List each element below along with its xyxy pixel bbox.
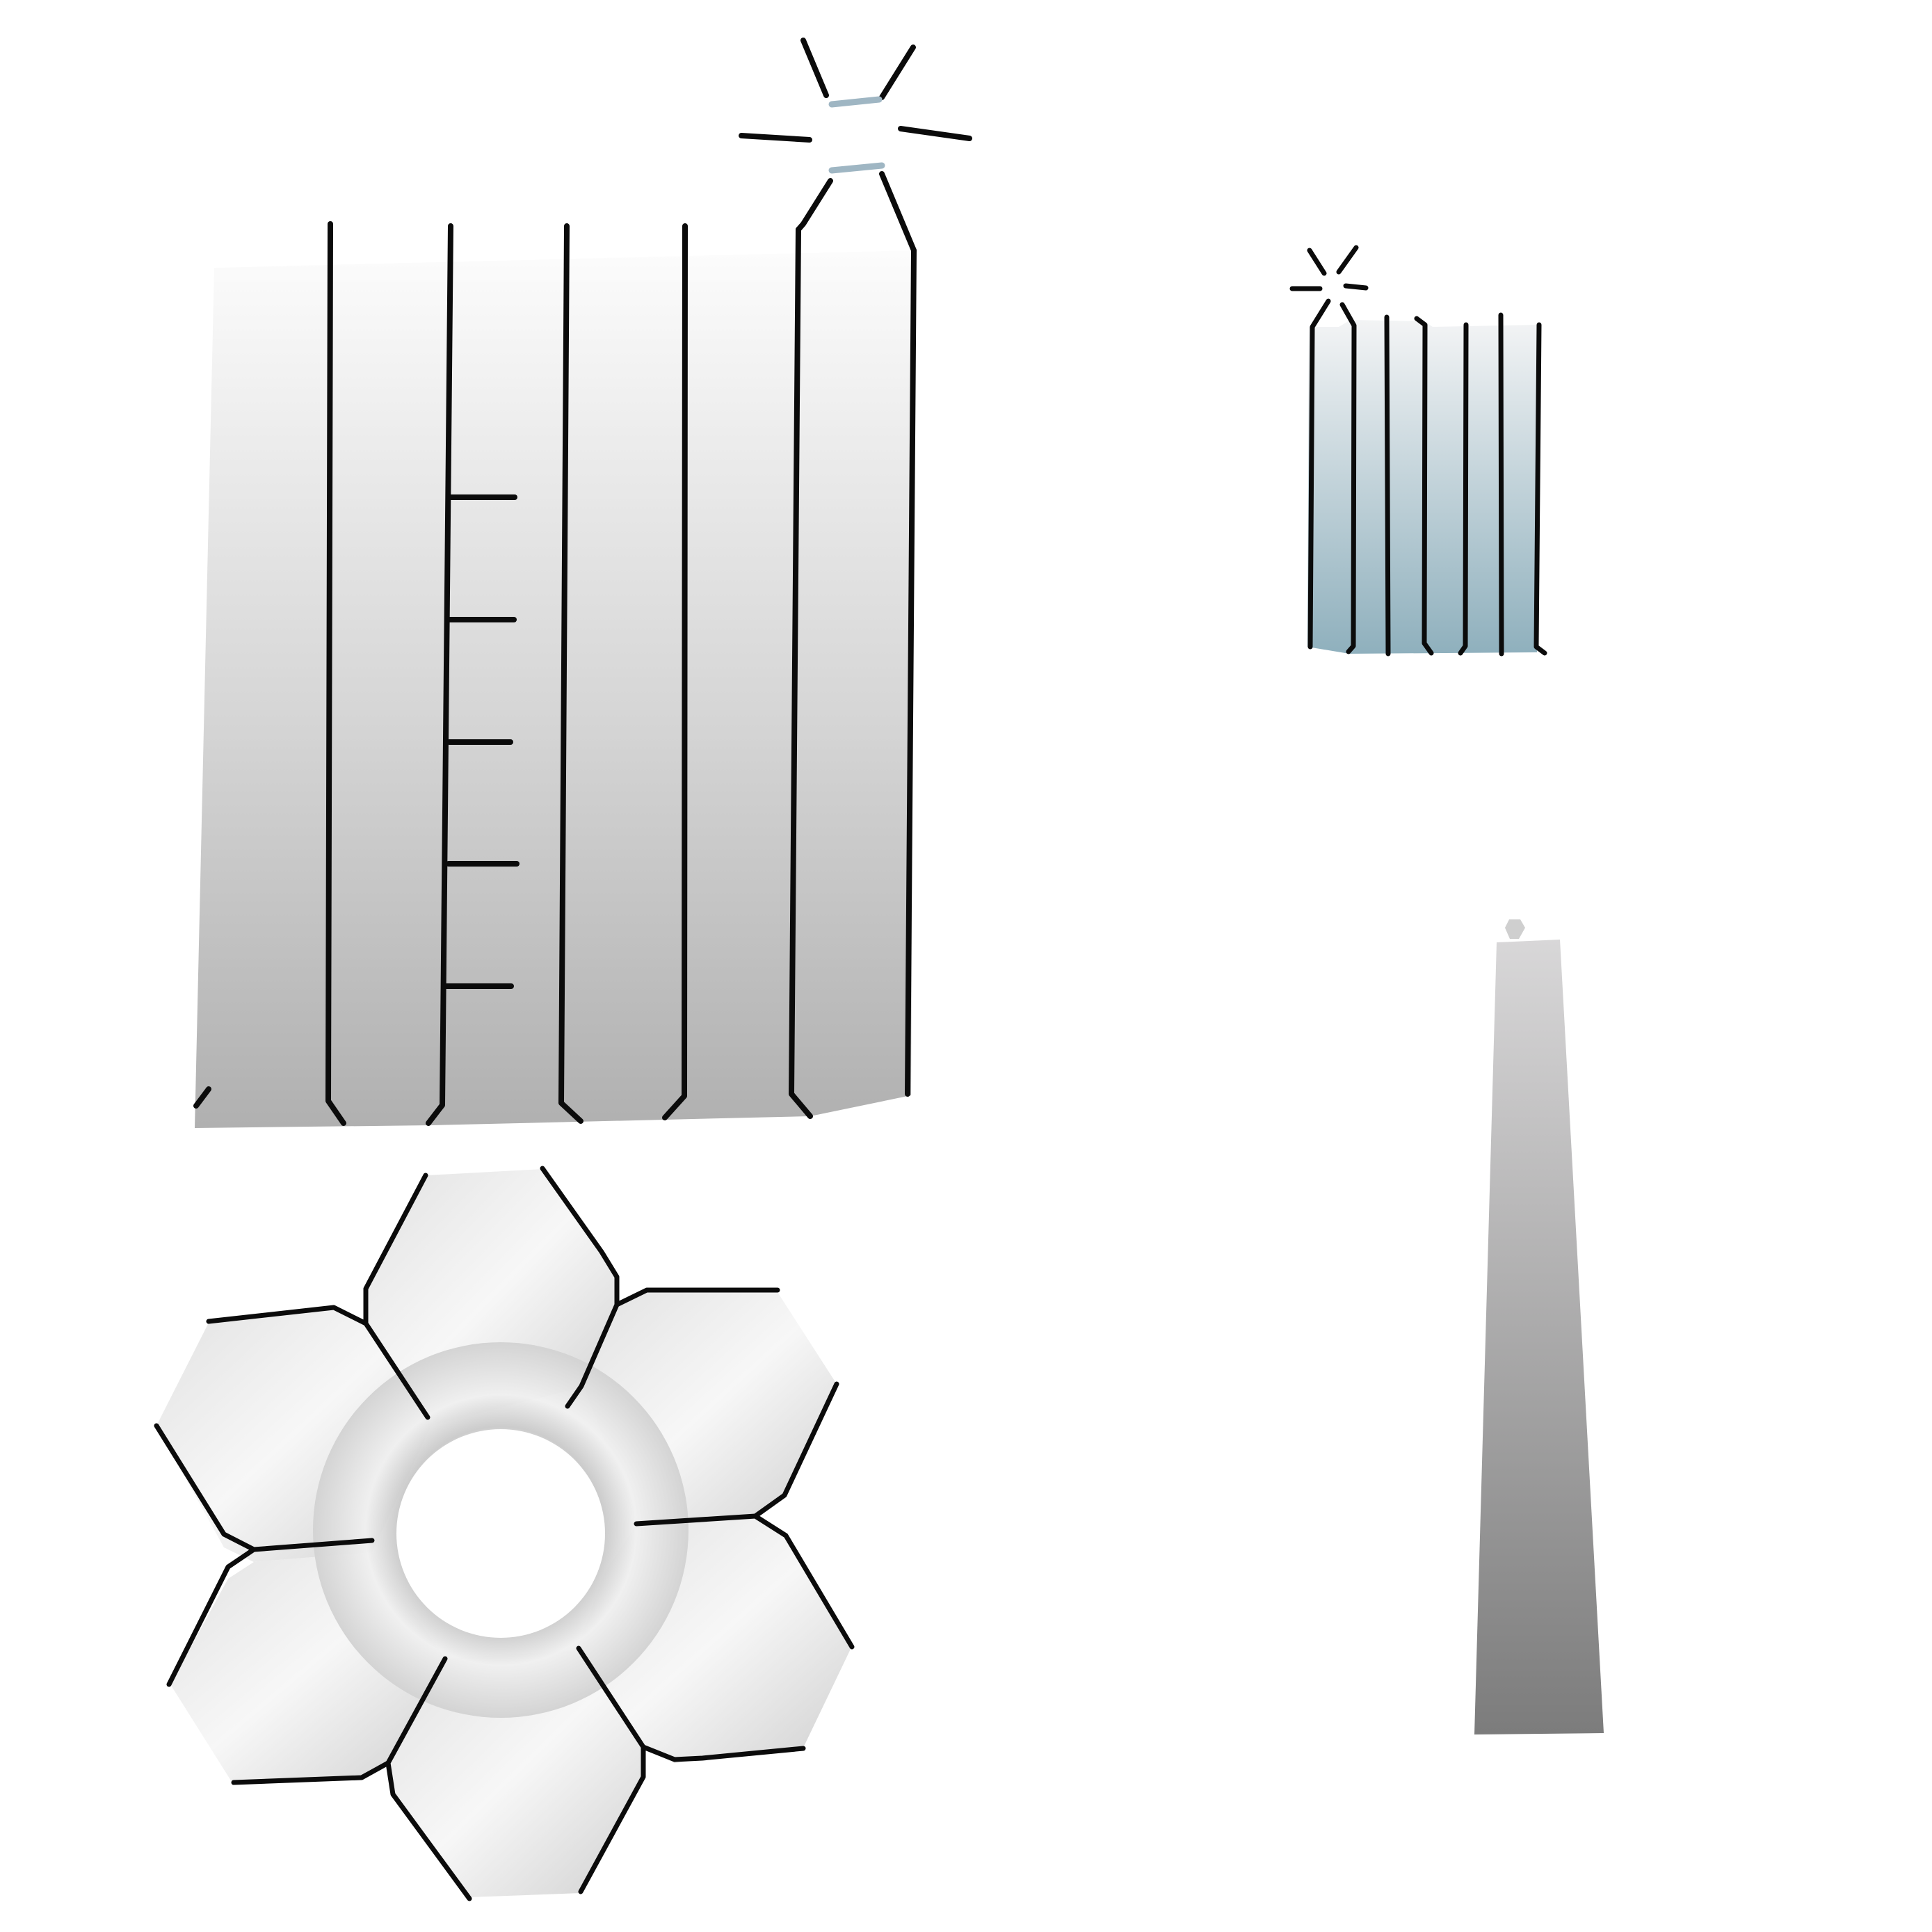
strip-line-2 [1339, 302, 1357, 654]
spark-icon [739, 38, 972, 174]
ladder-rungs [444, 494, 520, 989]
strip-line-3 [1384, 314, 1391, 657]
strip-line-1 [1307, 298, 1331, 650]
strip-line-2 [325, 221, 346, 1126]
strip-line-7 [905, 248, 917, 1097]
strip-line-1 [193, 1086, 211, 1109]
strip-line-6 [1498, 312, 1504, 657]
small-radiator-strips [1307, 298, 1547, 657]
strip-line-7 [1533, 322, 1547, 656]
hexagon-ring [154, 1166, 855, 1901]
big-radiator-strips [193, 221, 917, 1126]
strip-line-5 [662, 223, 688, 1120]
big-radiator-body [195, 250, 915, 1128]
strip-line-4 [1414, 316, 1434, 656]
cap-left-edge [796, 178, 833, 232]
tapered-column-body [1474, 940, 1604, 1734]
strip-line-3 [426, 223, 453, 1126]
tapered-column [1474, 919, 1604, 1734]
big-radiator [193, 38, 972, 1128]
hexagon-icon [388, 1650, 643, 1897]
hexagon-outlines [154, 1166, 855, 1901]
cap-right-edge [879, 171, 917, 253]
big-radiator-cap [796, 171, 917, 253]
small-radiator [1289, 245, 1547, 657]
tapered-column-knob [1505, 919, 1525, 939]
spark-icon [1289, 245, 1369, 291]
strip-line-5 [1458, 322, 1469, 656]
strip-line-4 [558, 223, 583, 1124]
strip-line-6 [789, 227, 813, 1119]
hexagon-ring-hole [396, 1429, 605, 1638]
